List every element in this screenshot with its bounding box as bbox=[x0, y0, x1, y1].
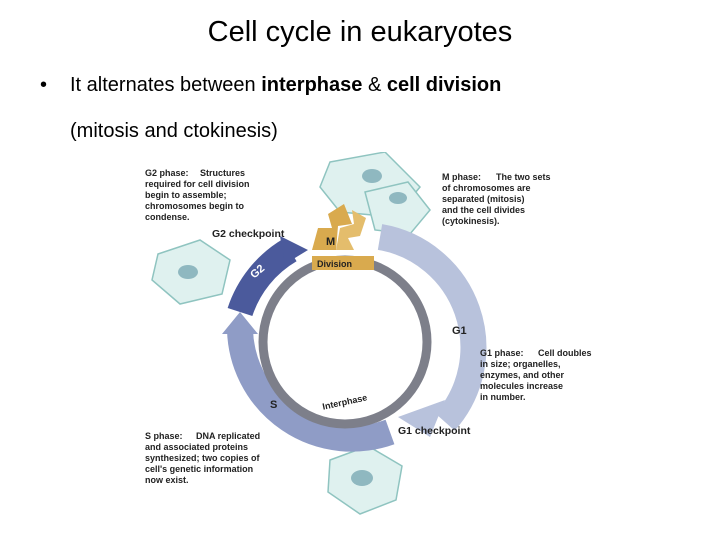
m-division-arrow bbox=[312, 204, 366, 250]
label-m: M bbox=[326, 236, 335, 248]
cell-illustration-left bbox=[151, 239, 231, 305]
division-band bbox=[312, 256, 374, 270]
label-s: S bbox=[270, 399, 277, 411]
s-phase-line: cell's genetic information bbox=[145, 464, 253, 474]
slide-title: Cell cycle in eukaryotes bbox=[207, 16, 513, 48]
bullet-mid: & bbox=[362, 74, 387, 96]
bullet-cell-division: cell division bbox=[386, 74, 502, 96]
s-phase-line: now exist. bbox=[145, 475, 189, 485]
m-phase-line: of chromosomes are bbox=[442, 183, 531, 193]
g1-phase-title: G1 phase: bbox=[480, 348, 524, 358]
s-phase-line: synthesized; two copies of bbox=[145, 453, 261, 463]
m-phase-line: and the cell divides bbox=[442, 205, 525, 215]
g2-phase-line: begin to assemble; bbox=[145, 190, 227, 200]
m-phase-description: M phase: The two sets of chromosomes are… bbox=[442, 172, 551, 226]
g2-checkpoint-label: G2 checkpoint bbox=[212, 228, 285, 240]
m-phase-title: M phase: bbox=[442, 172, 481, 182]
g2-arrowhead bbox=[280, 236, 308, 264]
m-phase-line: (cytokinesis). bbox=[442, 216, 500, 226]
bullet-dot-icon: • bbox=[40, 74, 48, 96]
g2-arc bbox=[227, 238, 297, 317]
g1-checkpoint-label: G1 checkpoint bbox=[398, 425, 471, 437]
g1-checkpoint-arrowhead bbox=[398, 400, 445, 437]
s-phase-line: DNA replicated bbox=[196, 431, 260, 441]
g1-phase-line: in number. bbox=[480, 392, 526, 402]
s-arrowhead bbox=[222, 312, 258, 334]
bullet-line2: (mitosis and ctokinesis) bbox=[70, 120, 278, 142]
cell-illustration-top bbox=[319, 151, 431, 235]
bullet-prefix: It alternates between bbox=[70, 74, 262, 96]
bullet-interphase: interphase bbox=[261, 74, 363, 96]
label-division: Division bbox=[317, 259, 352, 269]
m-phase-line: The two sets bbox=[496, 172, 551, 182]
g2-phase-title: G2 phase: bbox=[145, 168, 189, 178]
g1-phase-description: G1 phase: Cell doubles in size; organell… bbox=[480, 348, 592, 402]
g2-phase-line: Structures bbox=[200, 168, 245, 178]
cell-cycle-figure: M Division G2 G1 S Interphase G2 checkpo… bbox=[140, 151, 640, 530]
label-g1: G1 bbox=[452, 325, 467, 337]
cell-illustration-bottom bbox=[327, 445, 403, 515]
g1-arc bbox=[377, 224, 487, 431]
g1-phase-line: enzymes, and other bbox=[480, 370, 565, 380]
label-interphase: Interphase bbox=[321, 392, 368, 411]
g2-phase-line: required for cell division bbox=[145, 179, 250, 189]
m-phase-line: separated (mitosis) bbox=[442, 194, 525, 204]
s-phase-description: S phase: DNA replicated and associated p… bbox=[145, 431, 261, 485]
g2-phase-description: G2 phase: Structures required for cell d… bbox=[145, 168, 250, 222]
g2-phase-line: chromosomes begin to bbox=[145, 201, 245, 211]
bullet-text: It alternates between interphase & cell … bbox=[70, 72, 501, 98]
g1-phase-line: Cell doubles bbox=[538, 348, 592, 358]
g2-phase-line: condense. bbox=[145, 212, 190, 222]
g1-phase-line: in size; organelles, bbox=[480, 359, 561, 369]
cell-cycle-diagram: M Division G2 G1 S Interphase G2 checkpo… bbox=[145, 151, 592, 515]
g1-phase-line: molecules increase bbox=[480, 381, 563, 391]
s-arc bbox=[227, 329, 395, 452]
s-phase-title: S phase: bbox=[145, 431, 183, 441]
s-phase-line: and associated proteins bbox=[145, 442, 248, 452]
